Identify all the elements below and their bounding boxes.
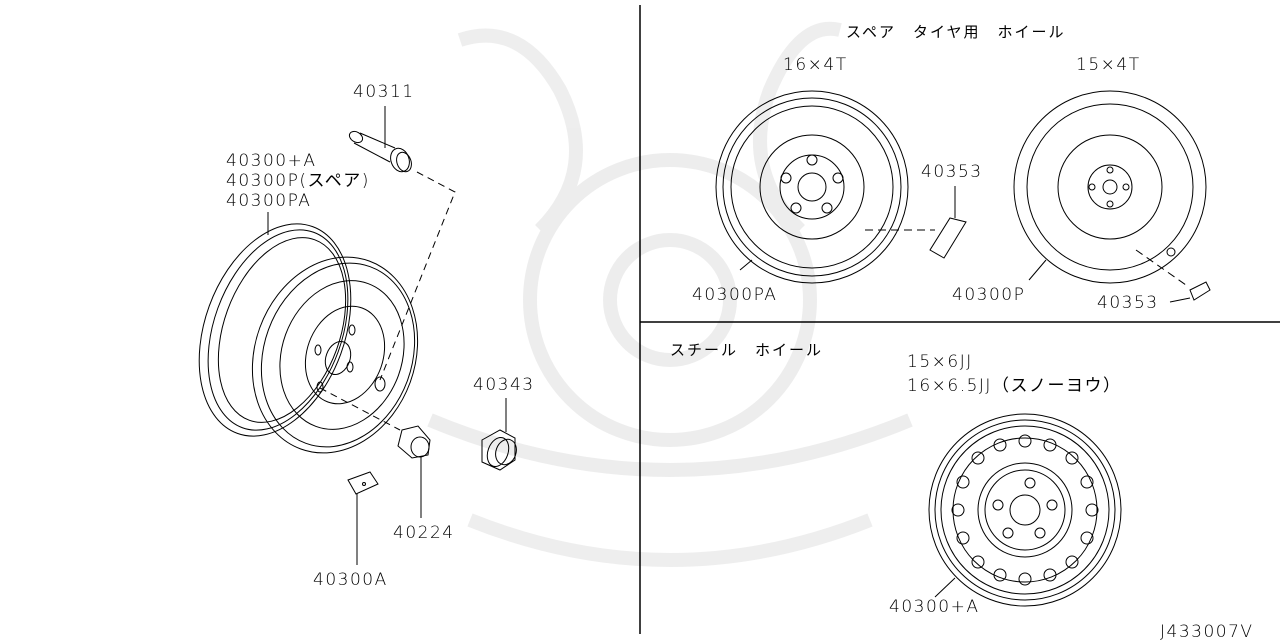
watermark-logo	[427, 21, 913, 567]
weight-drawing	[347, 471, 379, 565]
spare-wheel-15-size: 15×4T	[1076, 55, 1141, 75]
cap-part-label[interactable]: 40343	[473, 375, 535, 395]
sticker-part-label-2[interactable]: 40353	[1097, 293, 1159, 313]
sticker-part-label-1[interactable]: 40353	[921, 162, 983, 182]
nut-drawing	[319, 387, 431, 518]
steel-wheel-title: スチール ホイール	[670, 341, 824, 359]
bolt-pattern	[992, 477, 1058, 539]
diagram-id: J433007V	[1160, 622, 1254, 642]
steel-wheel-sizes: 15×6JJ 16×6.5JJ（スノーヨウ）	[907, 350, 1121, 398]
nut-part-label[interactable]: 40224	[393, 523, 455, 543]
spare-wheel-16-part-label[interactable]: 40300PA	[692, 285, 778, 305]
steel-wheel-drawing	[928, 413, 1122, 607]
spare-wheel-16-drawing	[715, 90, 967, 284]
steel-wheel-size-15: 15×6JJ	[907, 352, 973, 372]
steel-wheel-size-16-snow: 16×6.5JJ（スノーヨウ）	[907, 376, 1122, 396]
spare-wheel-title: スペア タイヤ用 ホイール	[846, 23, 1066, 41]
weight-part-label[interactable]: 40300A	[313, 570, 388, 590]
wheel-part-label-spare[interactable]: 40300P(スペア)	[226, 171, 370, 191]
valve-drawing	[348, 106, 456, 381]
wheel-part-labels: 40300+A 40300P(スペア) 40300PA	[226, 151, 370, 211]
spare-wheel-15-part-label[interactable]: 40300P	[952, 285, 1026, 305]
spare-wheel-15-drawing	[1013, 90, 1211, 303]
wheel-part-label-pa[interactable]: 40300PA	[226, 191, 312, 211]
cap-drawing	[481, 398, 517, 471]
valve-part-label[interactable]: 40311	[353, 82, 415, 102]
steel-wheel-part-label[interactable]: 40300+A	[889, 597, 980, 617]
main-wheel-drawing	[198, 212, 419, 454]
wheel-part-label-a[interactable]: 40300+A	[226, 151, 317, 171]
spare-wheel-16-size: 16×4T	[783, 55, 848, 75]
vent-holes	[951, 434, 1099, 586]
